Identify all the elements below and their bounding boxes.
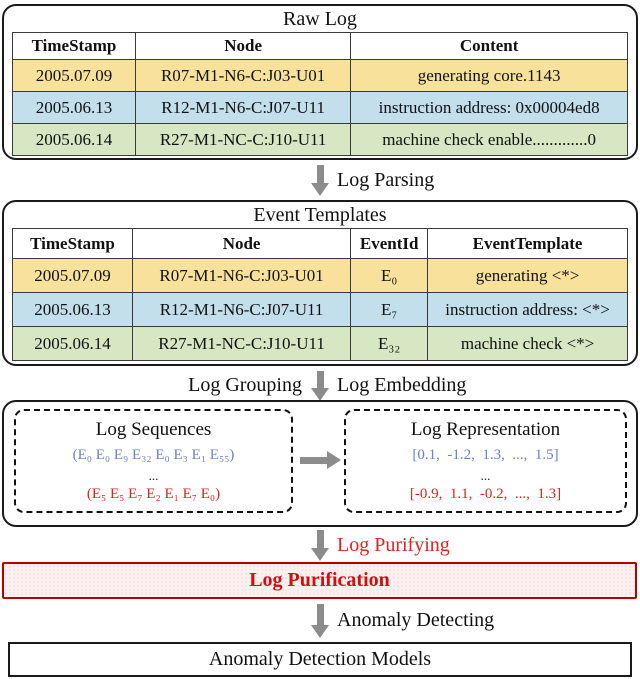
anomalous-log-sequence: (E₅ E₅ E₇ E₂ E₁ E₇ E₀) [86,486,221,503]
raw-log-header-row: TimeStamp Node Content [12,32,628,60]
grouping-embedding-panel: Log Sequences (E₀ E₀ E₉ E₃₂ E₀ E₃ E₁ E₅₅… [2,400,638,527]
log-purification-box: Log Purification [2,562,637,599]
timestamp-column-header: TimeStamp [12,32,136,60]
log-representation-title: Log Representation [410,418,561,440]
down-arrow-icon [311,371,329,401]
timestamp-cell: 2005.07.09 [12,59,136,92]
down-arrow-icon [311,604,329,638]
table-row: 2005.06.14 R27-M1-NC-C:J10-U11 machine c… [12,123,628,156]
event-id-column-header: EventId [350,228,429,259]
timestamp-column-header: TimeStamp [12,228,133,259]
node-cell: R27-M1-NC-C:J10-U11 [131,326,352,361]
down-arrow-icon [311,165,329,196]
ellipsis: ... [148,467,159,483]
normal-log-vector: [0.1, -1.2, 1.3, ..., 1.5] [412,447,559,464]
event-template-cell: generating <*> [427,258,628,293]
event-id-cell: E₇ [350,292,429,327]
timestamp-cell: 2005.06.14 [12,326,133,361]
normal-log-sequence: (E₀ E₀ E₉ E₃₂ E₀ E₃ E₁ E₅₅) [72,447,235,464]
content-cell: generating core.1143 [350,59,628,92]
log-embedding-label: Log Embedding [337,374,467,396]
anomaly-detection-models-label: Anomaly Detection Models [208,648,432,670]
event-id-cell: E₀ [350,258,429,293]
node-cell: R12-M1-N6-C:J07-U11 [134,91,352,124]
node-cell: R27-M1-NC-C:J10-U11 [134,123,352,156]
event-templates-title: Event Templates [253,204,387,226]
table-row: 2005.06.13 R12-M1-N6-C:J07-U11 E₇ instru… [12,292,628,327]
log-grouping-label: Log Grouping [188,374,302,396]
down-arrow-icon [311,530,329,561]
timestamp-cell: 2005.07.09 [12,258,133,293]
event-id-cell: E₃₂ [350,326,429,361]
content-column-header: Content [350,32,628,60]
anomalous-log-vector: [-0.9, 1.1, -0.2, ..., 1.3] [409,486,562,503]
event-template-column-header: EventTemplate [427,228,628,259]
event-templates-header-row: TimeStamp Node EventId EventTemplate [12,228,628,259]
node-column-header: Node [131,228,352,259]
timestamp-cell: 2005.06.13 [12,91,136,124]
right-arrow-icon [300,451,341,469]
log-sequences-title: Log Sequences [95,418,212,440]
log-parsing-label: Log Parsing [337,169,435,191]
table-row: 2005.06.14 R27-M1-NC-C:J10-U11 E₃₂ machi… [12,326,628,361]
node-cell: R07-M1-N6-C:J03-U01 [131,258,352,293]
node-cell: R12-M1-N6-C:J07-U11 [131,292,352,327]
log-representation-box: Log Representation [0.1, -1.2, 1.3, ...,… [344,409,627,513]
raw-log-panel: Raw Log TimeStamp Node Content 2005.07.0… [2,4,638,160]
node-column-header: Node [134,32,352,60]
event-template-cell: machine check <*> [427,326,628,361]
anomaly-detecting-label: Anomaly Detecting [337,609,495,631]
event-templates-table: TimeStamp Node EventId EventTemplate 200… [12,228,628,361]
raw-log-title: Raw Log [283,8,357,30]
table-row: 2005.06.13 R12-M1-N6-C:J07-U11 instructi… [12,91,628,124]
content-cell: instruction address: 0x00004ed8 [350,91,628,124]
log-sequences-box: Log Sequences (E₀ E₀ E₉ E₃₂ E₀ E₃ E₁ E₅₅… [14,409,293,513]
content-cell: machine check enable.............0 [350,123,628,156]
timestamp-cell: 2005.06.13 [12,292,133,327]
anomaly-detection-models-box: Anomaly Detection Models [8,642,632,677]
raw-log-table: TimeStamp Node Content 2005.07.09 R07-M1… [12,32,628,156]
node-cell: R07-M1-N6-C:J03-U01 [134,59,352,92]
table-row: 2005.07.09 R07-M1-N6-C:J03-U01 generatin… [12,59,628,92]
ellipsis: ... [480,467,491,483]
event-template-cell: instruction address: <*> [427,292,628,327]
log-purification-label: Log Purification [249,569,390,591]
event-templates-panel: Event Templates TimeStamp Node EventId E… [2,200,638,366]
log-purifying-label: Log Purifying [337,534,450,556]
timestamp-cell: 2005.06.14 [12,123,136,156]
table-row: 2005.07.09 R07-M1-N6-C:J03-U01 E₀ genera… [12,258,628,293]
